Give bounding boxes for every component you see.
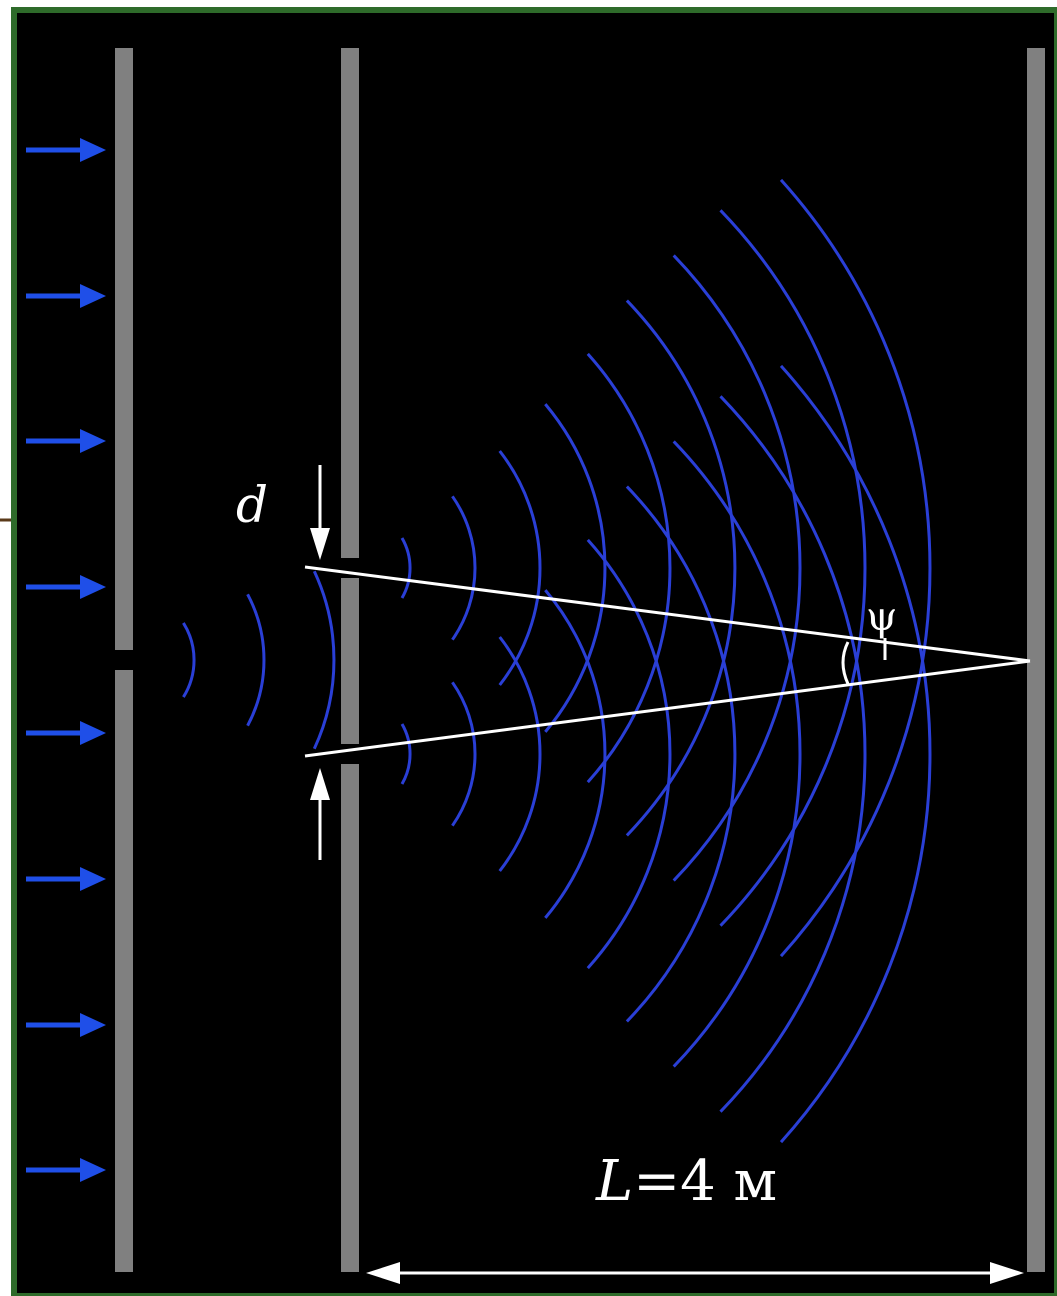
wavefront-lower-slit [625,485,737,1023]
wavefront-lower-slit [400,723,412,785]
wavefront-lower-slit [672,440,802,1068]
distance-indicator [366,1262,1024,1284]
incident-arrow-head [80,284,106,308]
wavefront-lower-slit [719,395,867,1113]
second-barrier-top [341,48,359,558]
distance-arrow-right [990,1262,1024,1284]
wavefront-upper-slit [451,495,477,641]
wavefront-upper-slit [625,299,737,837]
wavefront-upper-slit [672,254,802,882]
incident-arrow-head [80,1158,106,1182]
wavefront-lower-slit [498,636,542,872]
wavefront-lower-slit [779,364,932,1144]
incident-arrow-head [80,575,106,599]
angle-arc [841,641,850,685]
ray-upper [304,565,1031,663]
screen [1027,48,1045,1272]
second-barrier-middle [341,578,359,744]
wavefront-upper-slit [719,209,867,927]
diagram-frame [11,7,1057,1296]
second-barrier-bottom [341,764,359,1272]
first-barrier-upper [115,48,133,650]
incident-arrow-head [80,1013,106,1037]
incident-arrow-head [80,138,106,162]
wavefronts [182,178,932,1144]
wavefront-upper-slit [498,450,542,686]
label-d: d [236,476,268,534]
incident-arrows [26,138,106,1182]
wavefront-single-slit [246,593,266,727]
construction-lines [304,565,1031,758]
label-psi: ψ [866,594,897,640]
incident-arrow-head [80,429,106,453]
d-arrow-bottom-head [310,768,330,800]
wavefront-single-slit [312,570,336,750]
ray-lower [304,659,1031,758]
second-barrier [341,48,359,1272]
slit-distance-indicator [310,465,330,860]
wavefront-upper-slit [400,537,412,599]
label-distance: L=4 м [595,1149,777,1214]
incident-arrow-head [80,867,106,891]
label-distance-value: =4 м [633,1149,777,1214]
label-distance-variable: L [595,1149,633,1214]
wavefront-lower-slit [451,681,477,827]
d-arrow-top-head [310,528,330,560]
wavefront-upper-slit [779,178,932,958]
first-barrier-lower [115,670,133,1272]
first-barrier [115,48,133,1272]
distance-arrow-left [366,1262,400,1284]
wavefront-upper-slit [586,352,672,784]
wavefront-lower-slit [586,538,672,970]
wavefront-lower-slit [544,589,607,919]
wavefront-single-slit [182,622,196,698]
incident-arrow-head [80,721,106,745]
wavefront-upper-slit [544,403,607,733]
